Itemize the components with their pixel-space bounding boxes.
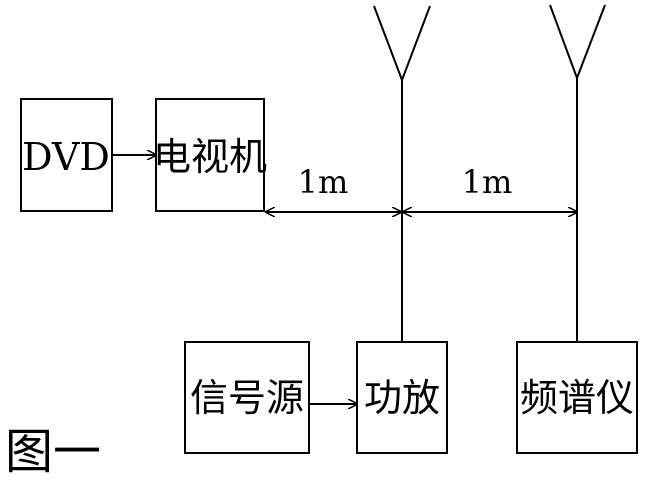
dimension-label-left: 1m (298, 163, 349, 201)
spectrum-analyzer-antenna-icon (549, 4, 606, 342)
figure-caption: 图一 (5, 424, 101, 480)
amplifier-box (356, 341, 448, 454)
tv-box (155, 98, 265, 212)
amplifier-antenna-icon (373, 5, 431, 342)
dvd-label: DVD (22, 135, 110, 179)
dimension-label-right: 1m (462, 163, 513, 201)
tv-label: 电视机 (153, 135, 267, 179)
dvd-box (20, 98, 113, 212)
spectrum-analyzer-label: 频谱仪 (520, 376, 634, 420)
amplifier-label: 功放 (364, 376, 440, 420)
signal-source-box (184, 341, 310, 454)
spectrum-analyzer-box (516, 341, 638, 454)
signal-source-label: 信号源 (190, 376, 304, 420)
